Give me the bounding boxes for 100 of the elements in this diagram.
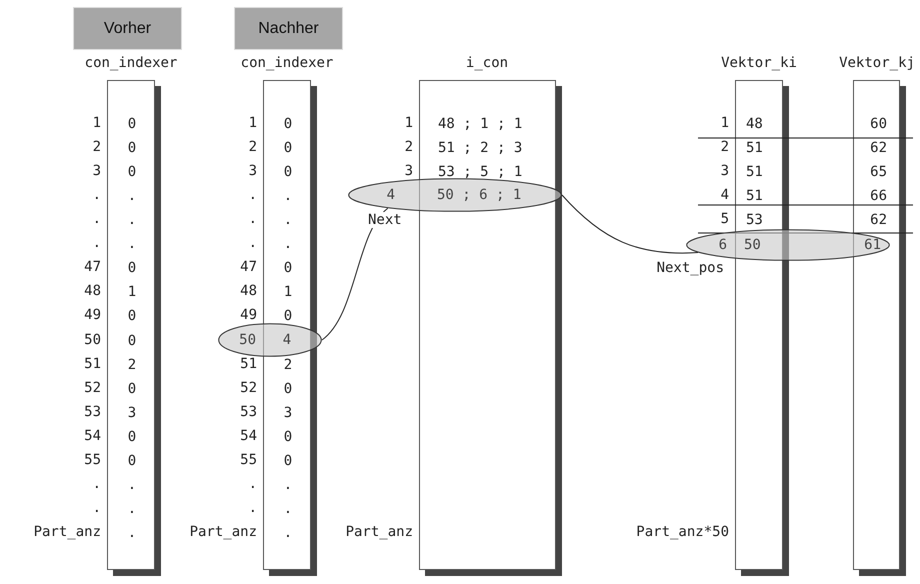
cell-value: .	[284, 476, 292, 493]
header-box: Nachher	[234, 7, 343, 50]
cell-value: 0	[284, 308, 292, 324]
cell-value: .	[128, 525, 136, 542]
row-index: 49	[240, 307, 257, 324]
cell-value: 48	[746, 116, 763, 132]
cell-value: 50	[744, 237, 761, 253]
row-index: .	[248, 476, 257, 492]
row-index: .	[248, 500, 257, 516]
cell-value: 0	[128, 140, 136, 156]
cell-value: .	[284, 525, 292, 542]
row-index: 49	[84, 307, 101, 324]
cell-value: 53 ; 5 ; 1	[438, 164, 522, 180]
row-index: .	[92, 211, 101, 228]
row-index: 50	[84, 332, 101, 348]
row-index: 2	[92, 139, 101, 156]
cell-value: 0	[128, 428, 136, 445]
cell-value: 48 ; 1 ; 1	[438, 116, 522, 132]
row-index: 1	[248, 115, 257, 131]
row-index: 3	[248, 163, 257, 180]
row-index: .	[92, 500, 101, 516]
cell-value: 0	[128, 380, 136, 397]
column-heading: i_con	[466, 55, 508, 71]
row-index: .	[92, 187, 101, 204]
cell-value: 51	[746, 188, 763, 204]
cell-value: 60	[870, 116, 887, 132]
column-heading: Vektor_kj	[839, 55, 915, 71]
cell-value: .	[128, 236, 136, 252]
cell-value: .	[128, 188, 136, 204]
cell-value: .	[128, 476, 136, 493]
cell-value: 53	[746, 212, 763, 228]
cell-value: 4	[386, 187, 395, 203]
row-index: 1	[720, 115, 729, 131]
cell-value: 62	[870, 212, 887, 228]
cell-value: 3	[128, 404, 136, 421]
cell-value: 0	[128, 116, 136, 132]
cell-value: 0	[284, 260, 292, 276]
row-index: .	[248, 211, 257, 228]
row-index: .	[92, 476, 101, 492]
edge-label: Next	[367, 212, 403, 228]
row-index: 2	[720, 139, 729, 156]
cell-value: 0	[128, 332, 136, 349]
row-index: 52	[84, 380, 101, 396]
column-heading: con_indexer	[84, 55, 178, 71]
cell-value: 0	[284, 452, 292, 469]
row-index: 4	[720, 187, 729, 204]
cell-value: 0	[284, 380, 292, 397]
cell-value: .	[284, 500, 292, 517]
cell-value: 51	[746, 140, 763, 156]
cell-value: 65	[870, 164, 887, 180]
cell-value: 1	[284, 284, 292, 300]
cell-value: 50	[239, 332, 256, 348]
row-index: 51	[84, 356, 101, 372]
cell-value: .	[128, 212, 136, 228]
cell-value: 2	[128, 356, 136, 373]
row-index: 47	[240, 259, 257, 276]
cell-value: 3	[284, 404, 292, 421]
cell-value: 0	[128, 164, 136, 180]
cell-value: 0	[284, 116, 292, 132]
cell-value: .	[284, 236, 292, 252]
connector-line	[322, 208, 388, 340]
cell-value: 66	[870, 188, 887, 204]
column-heading: con_indexer	[240, 55, 334, 71]
cell-value: 6	[718, 237, 727, 253]
cell-value: 2	[284, 356, 292, 373]
cell-value: 0	[128, 452, 136, 469]
cell-value: 51	[746, 164, 763, 180]
row-index: 3	[404, 163, 413, 180]
highlight-ellipse	[686, 229, 890, 261]
cell-value: 50 ; 6 ; 1	[437, 187, 522, 203]
highlight-ellipse	[348, 178, 562, 212]
row-index: 2	[404, 139, 413, 156]
cell-value: 62	[870, 140, 887, 156]
cell-value: 0	[128, 308, 136, 324]
row-index: 3	[720, 163, 729, 180]
connector-line	[562, 194, 699, 254]
row-index: Part_anz*50	[636, 524, 729, 540]
row-index: 48	[240, 283, 257, 300]
row-index: 51	[240, 356, 257, 372]
row-index: 53	[84, 404, 101, 420]
cell-value: 51 ; 2 ; 3	[438, 140, 522, 156]
highlight-ellipse	[218, 323, 322, 357]
row-index: 48	[84, 283, 101, 300]
row-index: 53	[240, 404, 257, 420]
header-box: Vorher	[73, 7, 182, 50]
row-index: 54	[84, 428, 101, 444]
row-index: .	[248, 187, 257, 204]
row-index: 2	[248, 139, 257, 156]
edge-label: Next_pos	[656, 260, 725, 276]
cell-value: .	[284, 188, 292, 204]
row-index: 5	[720, 211, 729, 228]
row-index: .	[248, 235, 257, 252]
row-index: 55	[240, 452, 257, 468]
cell-value: 0	[284, 428, 292, 445]
cell-value: 0	[128, 260, 136, 276]
row-index: Part_anz	[34, 524, 101, 540]
cell-value: .	[284, 212, 292, 228]
cell-value: 61	[864, 237, 881, 253]
cell-value: 0	[284, 140, 292, 156]
row-index: Part_anz	[190, 524, 257, 540]
